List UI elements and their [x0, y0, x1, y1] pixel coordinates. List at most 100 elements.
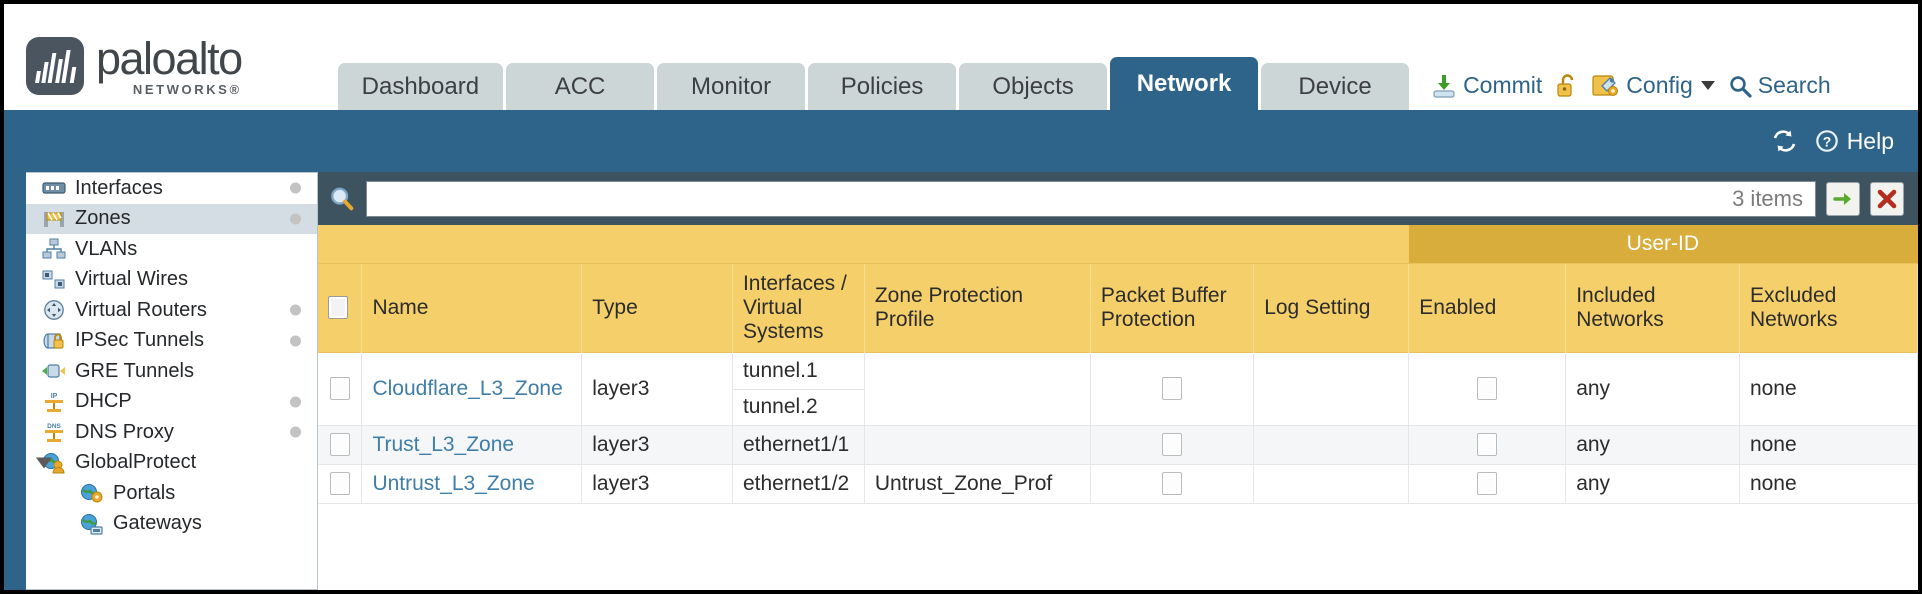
- refresh-button[interactable]: [1771, 129, 1798, 153]
- sidebar-item-virtual-routers[interactable]: Virtual Routers: [26, 295, 317, 326]
- sidebar-item-globalprotect[interactable]: GlobalProtect: [26, 448, 317, 479]
- sidebar-item-dhcp[interactable]: IP DHCP: [26, 387, 317, 418]
- filter-bar: 3 items: [318, 172, 1918, 225]
- cell-log-setting: [1253, 352, 1410, 426]
- sidebar-item-virtual-wires[interactable]: Virtual Wires: [26, 265, 317, 296]
- commit-download-icon: [1433, 74, 1455, 98]
- column-header-log-setting[interactable]: Log Setting: [1253, 263, 1410, 353]
- row-select-cell[interactable]: [318, 352, 363, 426]
- userid-enabled-checkbox[interactable]: [1477, 377, 1498, 401]
- column-header-excluded-networks[interactable]: Excluded Networks: [1739, 263, 1918, 353]
- column-header-packet-buffer-protection[interactable]: Packet Buffer Protection: [1090, 263, 1255, 353]
- status-dot: [290, 396, 301, 408]
- sidebar-item-ipsec-tunnels[interactable]: IPSec Tunnels: [26, 326, 317, 357]
- gre-tunnels-icon: [42, 364, 65, 378]
- svg-text:IP: IP: [51, 393, 58, 400]
- cell-type: layer3: [581, 352, 733, 426]
- sidebar-item-vlans[interactable]: VLANs: [26, 234, 317, 265]
- column-header-interfaces[interactable]: Interfaces / Virtual Systems: [732, 263, 865, 353]
- sidebar-item-label: DNS Proxy: [75, 420, 174, 443]
- search-button[interactable]: Search: [1728, 72, 1831, 99]
- zones-content: 3 items: [318, 172, 1918, 590]
- row-checkbox[interactable]: [329, 472, 350, 496]
- cell-type: layer3: [581, 425, 733, 465]
- cell-packet-buffer-protection[interactable]: [1090, 464, 1255, 504]
- cell-name[interactable]: Trust_L3_Zone: [361, 425, 583, 465]
- table-row[interactable]: Untrust_L3_Zone layer3 ethernet1/2 Untru…: [318, 464, 1918, 504]
- tab-monitor[interactable]: Monitor: [657, 63, 806, 110]
- sidebar-item-gateways[interactable]: Gateways: [26, 509, 317, 540]
- userid-enabled-checkbox[interactable]: [1477, 433, 1498, 457]
- expander-triangle-icon[interactable]: [36, 457, 52, 469]
- tab-dashboard[interactable]: Dashboard: [337, 63, 504, 110]
- search-label: Search: [1757, 72, 1831, 98]
- userid-enabled-checkbox[interactable]: [1477, 472, 1498, 496]
- packet-buffer-protection-checkbox[interactable]: [1162, 377, 1183, 401]
- sub-banner: ? Help: [4, 110, 1918, 172]
- status-dot: [290, 213, 301, 225]
- cell-name[interactable]: Untrust_L3_Zone: [361, 464, 583, 504]
- column-header-userid-enabled[interactable]: Enabled: [1408, 263, 1567, 353]
- search-input[interactable]: 3 items: [366, 180, 1816, 217]
- sidebar-item-dns-proxy[interactable]: DNS DNS Proxy: [26, 417, 317, 448]
- apply-filter-button[interactable]: [1826, 181, 1860, 216]
- select-all-header[interactable]: [318, 263, 363, 353]
- tab-policies[interactable]: Policies: [808, 63, 957, 110]
- cell-userid-enabled[interactable]: [1408, 425, 1567, 465]
- zone-name-link[interactable]: Cloudflare_L3_Zone: [372, 376, 563, 400]
- ipsec-tunnels-icon: [43, 333, 64, 349]
- tab-network[interactable]: Network: [1110, 57, 1259, 110]
- tab-device[interactable]: Device: [1261, 63, 1410, 110]
- search-icon[interactable]: [328, 185, 356, 213]
- sidebar-item-label: IPSec Tunnels: [75, 329, 204, 352]
- cell-packet-buffer-protection[interactable]: [1090, 352, 1255, 426]
- dhcp-icon: IP: [45, 393, 63, 412]
- row-checkbox[interactable]: [329, 433, 350, 457]
- sidebar-item-label: VLANs: [75, 237, 138, 260]
- tab-objects[interactable]: Objects: [959, 63, 1108, 110]
- status-dot: [290, 182, 301, 194]
- sidebar-item-label: Virtual Routers: [75, 298, 207, 321]
- table-row[interactable]: Trust_L3_Zone layer3 ethernet1/1: [318, 425, 1918, 465]
- row-select-cell[interactable]: [318, 425, 363, 465]
- sidebar-item-gre-tunnels[interactable]: GRE Tunnels: [26, 356, 317, 387]
- column-header-included-networks[interactable]: Included Networks: [1565, 263, 1740, 353]
- padlock-icon[interactable]: [1555, 73, 1579, 99]
- cell-name[interactable]: Cloudflare_L3_Zone: [361, 352, 583, 426]
- select-all-checkbox[interactable]: [328, 296, 348, 320]
- zones-table-container: User-ID Name Type Interfaces / Virtual S…: [318, 225, 1918, 590]
- row-checkbox[interactable]: [329, 377, 350, 401]
- commit-button[interactable]: Commit: [1431, 72, 1542, 99]
- interface-item: tunnel.2: [732, 388, 864, 425]
- packet-buffer-protection-checkbox[interactable]: [1162, 472, 1183, 496]
- cell-packet-buffer-protection[interactable]: [1090, 425, 1255, 465]
- sidebar-item-label: Portals: [113, 481, 176, 504]
- item-count-label: 3 items: [1732, 185, 1803, 211]
- commit-label: Commit: [1463, 72, 1543, 98]
- column-header-name[interactable]: Name: [361, 263, 583, 353]
- cell-zone-protection-profile: Untrust_Zone_Prof: [864, 464, 1091, 504]
- help-button[interactable]: ? Help: [1814, 128, 1894, 155]
- cell-interfaces: ethernet1/1: [732, 425, 865, 465]
- zone-name-link[interactable]: Trust_L3_Zone: [372, 432, 515, 456]
- green-arrow-apply-icon: [1833, 192, 1851, 205]
- zone-name-link[interactable]: Untrust_L3_Zone: [372, 471, 535, 495]
- cell-userid-enabled[interactable]: [1408, 352, 1567, 426]
- sidebar-item-portals[interactable]: Portals: [26, 478, 317, 509]
- column-header-zone-protection-profile[interactable]: Zone Protection Profile: [864, 263, 1091, 353]
- sidebar-item-interfaces[interactable]: Interfaces: [26, 173, 317, 204]
- clear-filter-button[interactable]: [1870, 181, 1904, 216]
- help-label: Help: [1846, 127, 1894, 154]
- brand-text: paloalto NETWORKS®: [96, 36, 243, 96]
- column-header-type[interactable]: Type: [581, 263, 733, 353]
- row-select-cell[interactable]: [318, 464, 363, 504]
- cell-userid-enabled[interactable]: [1408, 464, 1567, 504]
- sidebar-item-zones[interactable]: Zones: [26, 203, 317, 234]
- packet-buffer-protection-checkbox[interactable]: [1162, 433, 1183, 457]
- svg-text:?: ?: [1822, 134, 1831, 150]
- config-menu-button[interactable]: Config: [1592, 72, 1715, 99]
- sidebar-item-label: GlobalProtect: [75, 451, 197, 474]
- tab-acc[interactable]: ACC: [506, 63, 655, 110]
- cell-type: layer3: [581, 464, 733, 504]
